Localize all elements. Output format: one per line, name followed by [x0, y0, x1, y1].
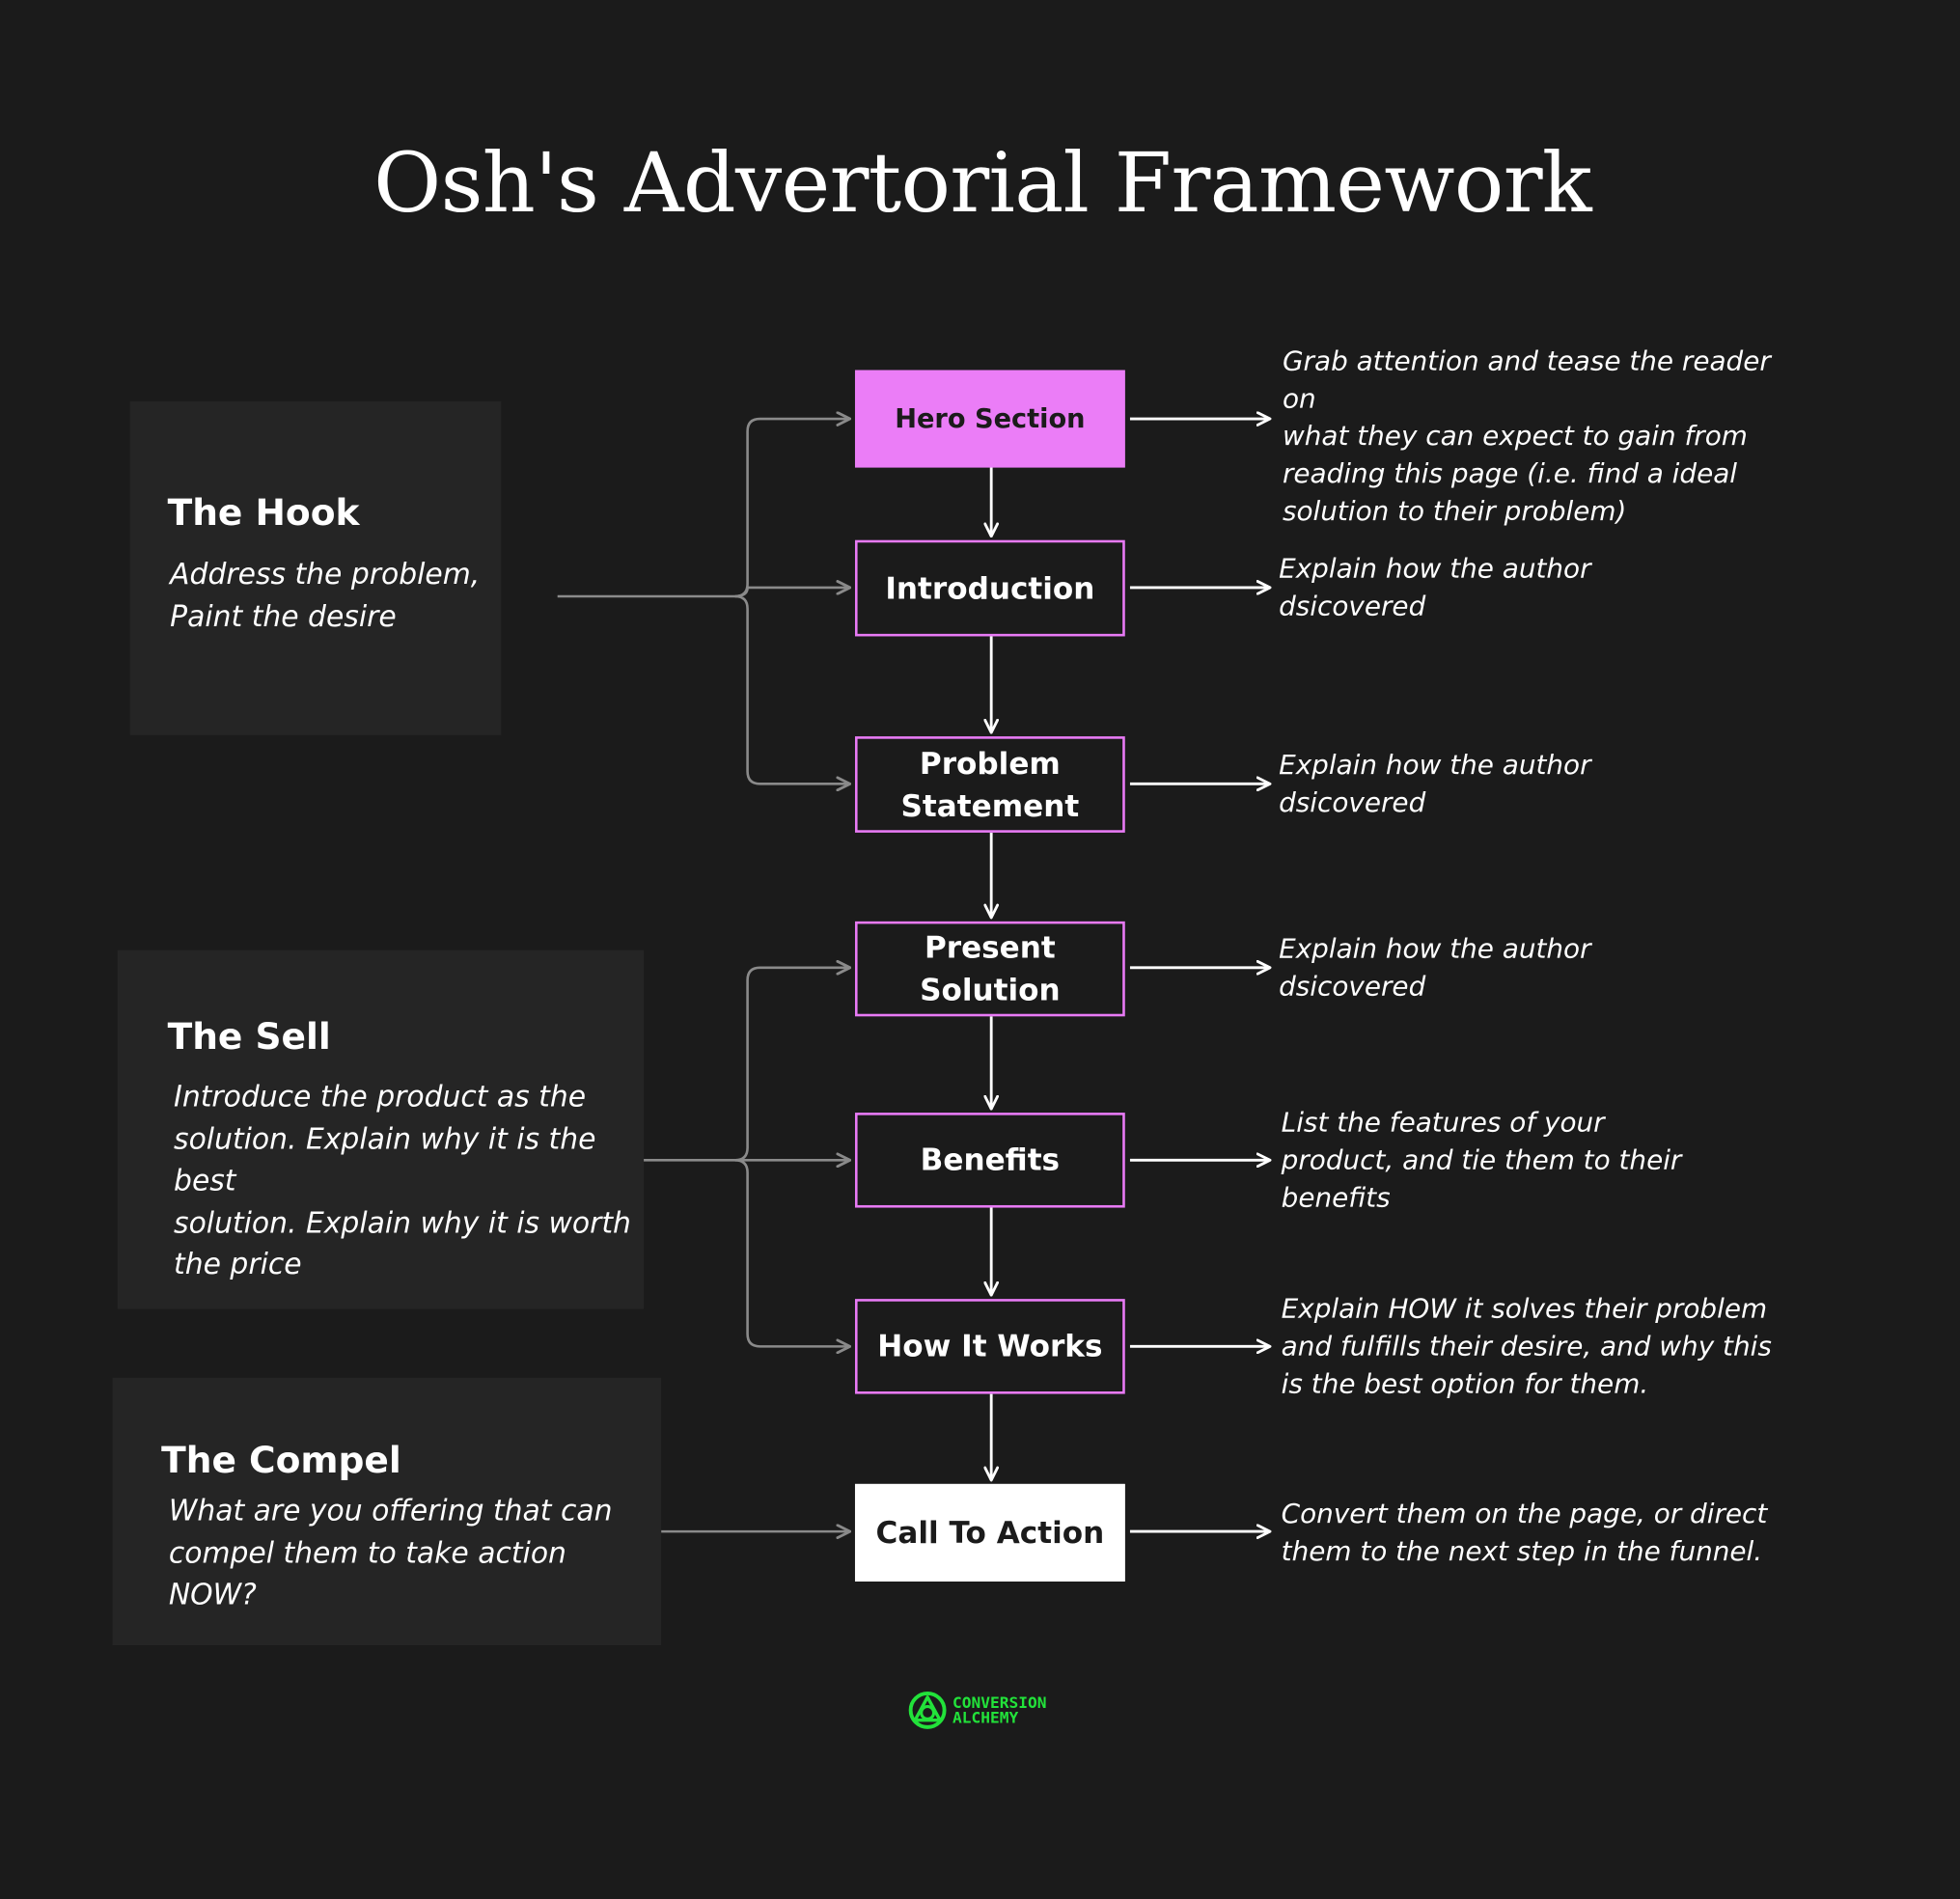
- note-line: is the best option for them.: [1281, 1368, 1649, 1401]
- step-label: How It Works: [877, 1329, 1103, 1364]
- conversion-alchemy-logo-icon: [908, 1691, 947, 1729]
- step-label: Benefits: [920, 1142, 1061, 1178]
- note-line: what they can expect to gain from: [1282, 421, 1748, 454]
- group-compel-desc: What are you offering that can compel th…: [169, 1492, 656, 1617]
- note-line: solution to their problem): [1282, 496, 1627, 528]
- note-line: dsicovered: [1279, 787, 1426, 819]
- group-sell: The Sell Introduce the product as the so…: [117, 950, 645, 1309]
- group-hook-desc-line: Paint the desire: [170, 600, 397, 634]
- note-line: dsicovered: [1279, 971, 1426, 1004]
- step-label: Introduction: [885, 570, 1095, 606]
- note-line: product, and tie them to their: [1281, 1144, 1682, 1177]
- step-label-line: Statement: [900, 787, 1080, 824]
- hook-to-problem-arrow: [734, 594, 850, 784]
- note-how-it-works: Explain HOW it solves their problem and …: [1282, 1291, 1807, 1404]
- note-line: and fulfills their desire, and why this: [1281, 1331, 1772, 1363]
- sell-connectors: [642, 968, 850, 1347]
- diagram-title: Osh's Advertorial Framework: [373, 134, 1592, 232]
- note-line: List the features of your: [1281, 1107, 1605, 1140]
- group-sell-desc-line: the price: [174, 1249, 302, 1281]
- note-line: benefits: [1281, 1182, 1391, 1215]
- group-hook-desc-line: Address the problem,: [170, 559, 481, 592]
- note-introduction: Explain how the author dsicovered: [1279, 551, 1804, 626]
- step-present-solution: Present Solution: [854, 921, 1125, 1017]
- group-compel-desc-line: What are you offering that can: [168, 1495, 613, 1528]
- hook-connectors: [557, 419, 850, 784]
- logo-line-2: ALCHEMY: [952, 1707, 1019, 1727]
- step-hero-section: Hero Section: [854, 370, 1125, 468]
- note-problem-statement: Explain how the author dsicovered: [1279, 748, 1804, 823]
- note-benefits: List the features of your product, and t…: [1282, 1105, 1807, 1218]
- logo: CONVERSION ALCHEMY: [907, 1691, 1047, 1730]
- group-compel: The Compel What are you offering that ca…: [112, 1377, 662, 1646]
- sell-to-solution-arrow: [734, 968, 850, 1162]
- step-label-line: Problem: [919, 745, 1061, 782]
- hook-to-intro-arrow: [734, 588, 850, 598]
- group-hook-desc: Address the problem, Paint the desire: [170, 555, 495, 639]
- group-sell-desc-line: solution. Explain why it is worth: [174, 1206, 631, 1240]
- note-line: Explain how the author: [1279, 553, 1591, 586]
- note-line: Convert them on the page, or direct: [1281, 1499, 1768, 1530]
- group-sell-desc-line: Introduce the product as the: [174, 1081, 587, 1115]
- logo-line-1: CONVERSION: [952, 1692, 1047, 1712]
- group-sell-title: The Sell: [167, 1015, 331, 1059]
- group-sell-desc-line: solution. Explain why it is the best: [174, 1123, 596, 1198]
- step-label-line: Present: [924, 929, 1056, 966]
- step-introduction: Introduction: [854, 539, 1125, 637]
- note-line: Explain HOW it solves their problem: [1281, 1293, 1768, 1326]
- note-line: Explain how the author: [1279, 933, 1591, 966]
- note-line: dsicovered: [1279, 591, 1426, 623]
- note-line: reading this page (i.e. find a ideal: [1282, 458, 1738, 490]
- step-how-it-works: How It Works: [854, 1299, 1125, 1394]
- sell-to-how-arrow: [734, 1159, 850, 1346]
- step-benefits: Benefits: [854, 1113, 1125, 1208]
- group-compel-desc-line: compel them to take action NOW?: [168, 1536, 566, 1612]
- step-label: Call To Action: [875, 1515, 1105, 1551]
- logo-wordmark: CONVERSION ALCHEMY: [952, 1694, 1046, 1725]
- group-hook: The Hook Address the problem, Paint the …: [129, 400, 502, 735]
- note-line: them to the next step in the funnel.: [1281, 1536, 1763, 1568]
- step-problem-statement: Problem Statement: [854, 736, 1125, 833]
- note-hero-section: Grab attention and tease the reader on w…: [1283, 344, 1808, 531]
- note-arrows: [1129, 419, 1270, 1531]
- note-present-solution: Explain how the author dsicovered: [1279, 931, 1804, 1006]
- group-hook-title: The Hook: [167, 491, 360, 535]
- hook-to-hero-arrow: [734, 419, 850, 598]
- step-call-to-action: Call To Action: [854, 1483, 1125, 1582]
- step-label: Hero Section: [895, 403, 1086, 434]
- note-line: Grab attention and tease the reader on: [1282, 345, 1771, 416]
- group-sell-desc: Introduce the product as the solution. E…: [174, 1078, 644, 1287]
- group-compel-title: The Compel: [161, 1439, 401, 1482]
- step-label-line: Solution: [920, 972, 1061, 1008]
- note-line: Explain how the author: [1279, 750, 1591, 782]
- note-call-to-action: Convert them on the page, or direct them…: [1282, 1497, 1807, 1572]
